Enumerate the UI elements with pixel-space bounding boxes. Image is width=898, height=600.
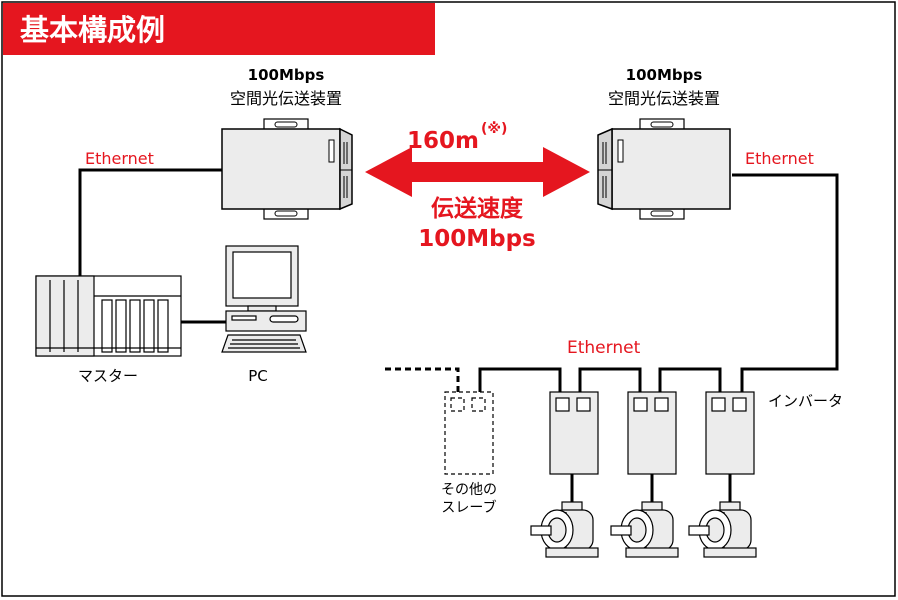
inverter-icon (705, 391, 755, 475)
ethernet-label-bottom: Ethernet (567, 338, 641, 358)
page-title: 基本構成例 (20, 13, 165, 47)
right-device-name: 空間光伝送装置 (608, 89, 720, 108)
distance-note: (※) (481, 121, 507, 137)
pc-label: PC (248, 367, 268, 385)
motor-icon (688, 501, 757, 558)
ethernet-label-left: Ethernet (85, 149, 154, 168)
inverter-label: インバータ (768, 392, 843, 410)
chain-link-2 (578, 367, 642, 392)
other-slaves-label-line1: その他の (441, 482, 497, 498)
transfer-speed-label: 伝送速度 (431, 195, 524, 222)
distance-value: 160m (407, 128, 479, 154)
distance-arrow-icon (365, 147, 590, 197)
chain-link-1 (478, 367, 562, 392)
master-label: マスター (78, 367, 138, 385)
ethernet-label-right: Ethernet (745, 149, 814, 168)
master-plc-icon (35, 275, 182, 357)
ethernet-cable-left (78, 168, 222, 280)
other-slave-icon (444, 391, 494, 475)
ethernet-cable-right (732, 173, 839, 392)
motor-icon (610, 501, 679, 558)
right-device-speed: 100Mbps (626, 66, 703, 84)
left-device-name: 空間光伝送装置 (230, 89, 342, 108)
left-device-speed: 100Mbps (248, 66, 325, 84)
optical-transmitter-left-icon: 100Mbps 空間光伝送装置 (221, 66, 353, 220)
optical-transmitter-right-icon: 100Mbps 空間光伝送装置 (597, 66, 731, 220)
motor-icon (530, 501, 599, 558)
title-banner (3, 3, 435, 55)
other-slaves-link (385, 367, 460, 392)
inverter-icon (627, 391, 677, 475)
transfer-speed-value: 100Mbps (418, 226, 536, 252)
chain-link-3 (658, 367, 722, 392)
other-slaves-label-line2: スレーブ (441, 499, 496, 516)
inverter-icon (549, 391, 599, 475)
pc-icon (221, 245, 307, 353)
